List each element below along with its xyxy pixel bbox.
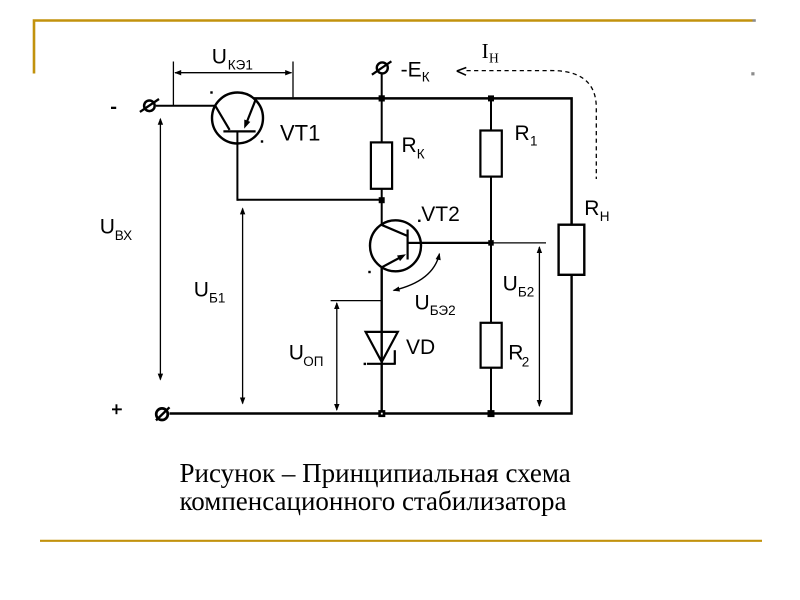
svg-text:U: U [100,216,115,239]
svg-text:VT1: VT1 [280,120,320,145]
svg-text:ВХ: ВХ [115,228,132,243]
svg-text:R: R [584,197,599,220]
svg-text:Б2: Б2 [518,284,534,299]
svg-text:VD: VD [406,336,435,359]
svg-text:2: 2 [522,354,530,369]
svg-text:Н: Н [600,209,610,224]
svg-text:VT2: VT2 [421,203,460,226]
svg-text:R: R [515,122,530,145]
svg-text:КЭ1: КЭ1 [228,58,253,73]
svg-text:R: R [402,134,417,157]
svg-text:U: U [212,45,227,68]
svg-text:R: R [508,342,523,365]
svg-text:Н: Н [489,51,499,66]
svg-text:U: U [289,342,304,365]
svg-text:К: К [417,146,425,161]
svg-text:БЭ2: БЭ2 [430,303,456,318]
svg-text:ОП: ОП [303,354,323,369]
svg-text:I: I [482,39,489,63]
svg-text:U: U [194,278,209,301]
svg-text:1: 1 [530,134,538,149]
svg-text:Б1: Б1 [209,291,225,306]
svg-text:U: U [503,273,518,296]
svg-text:U: U [415,292,430,315]
svg-text:К: К [422,70,430,85]
svg-text:-E: -E [401,59,422,82]
svg-text:Рисунок – Принципиальная схема: Рисунок – Принципиальная схема [180,458,571,488]
svg-text:компенсационного стабилизатора: компенсационного стабилизатора [180,486,567,516]
